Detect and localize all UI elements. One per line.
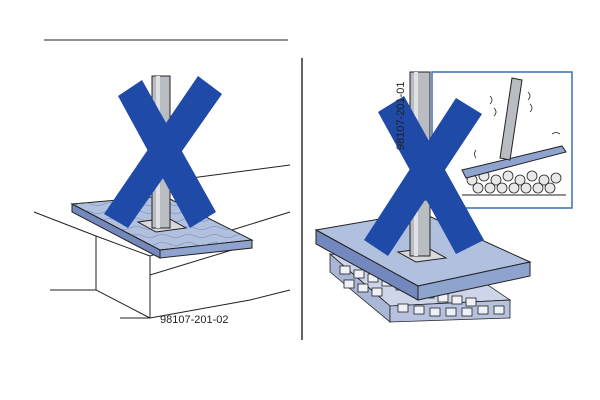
right-code-label: 98107-201-01 [395,81,407,150]
left-panel: 98107-201-02 [33,39,291,326]
left-code-label: 98107-201-02 [160,314,229,326]
x-mark-icon [104,76,222,228]
right-panel: 98107-201-01 [314,71,573,323]
x-mark-icon [364,96,484,256]
